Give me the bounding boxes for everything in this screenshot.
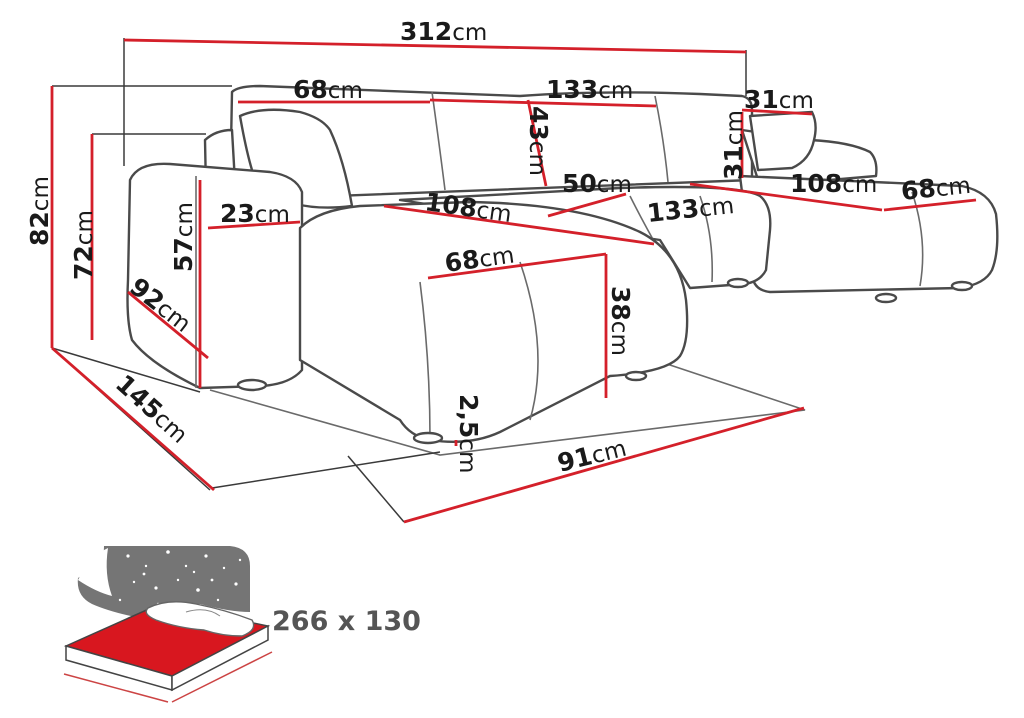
arrow-width [63, 673, 169, 703]
dim-seat-height-left: 72cm [69, 210, 98, 280]
dim-armrest-width: 23cm [220, 199, 290, 228]
sleeping-area-icon: 266 x 130 [63, 546, 421, 703]
foot [950, 280, 974, 292]
dim-armrest-height: 57cm [169, 202, 198, 272]
sofa-back [228, 84, 754, 202]
dim-seat-width-middle: 133cm [646, 190, 736, 228]
dimension-lines [50, 38, 977, 524]
dim-ottoman-height: 38cm [606, 286, 635, 356]
dim-chaise-depth: 68cm [900, 170, 973, 206]
dim-pillow-width: 31cm [744, 85, 814, 114]
stars-icon [118, 550, 242, 606]
dim-seat-depth-middle: 50cm [562, 169, 632, 198]
dim-total-width: 312cm [400, 17, 487, 46]
floor-outline [209, 354, 806, 456]
sleeping-area-size: 266 x 130 [272, 606, 421, 637]
pillow-right [748, 110, 817, 172]
foot [726, 277, 750, 289]
pillow-icon [145, 601, 255, 637]
dim-foot-height: 2,5cm [454, 394, 483, 473]
dim-back-height-right: 43cm [524, 106, 553, 176]
foot [412, 431, 444, 445]
foot [236, 378, 268, 392]
dim-back-width-middle: 133cm [546, 75, 633, 104]
dim-pillow-height: 31cm [719, 110, 748, 180]
foot [624, 370, 648, 382]
sofa-illustration [126, 84, 999, 445]
dim-total-height: 82cm [25, 176, 54, 246]
moon-icon [78, 548, 112, 596]
dim-ottoman-length: 108cm [423, 187, 513, 228]
dim-chaise-length: 108cm [790, 169, 877, 198]
foot [874, 292, 898, 304]
dim-seat-depth-right: 68cm [293, 75, 363, 104]
arrow-depth [171, 651, 273, 703]
left-armrest [126, 162, 304, 390]
dim-ottoman-depth: 68cm [443, 240, 516, 278]
